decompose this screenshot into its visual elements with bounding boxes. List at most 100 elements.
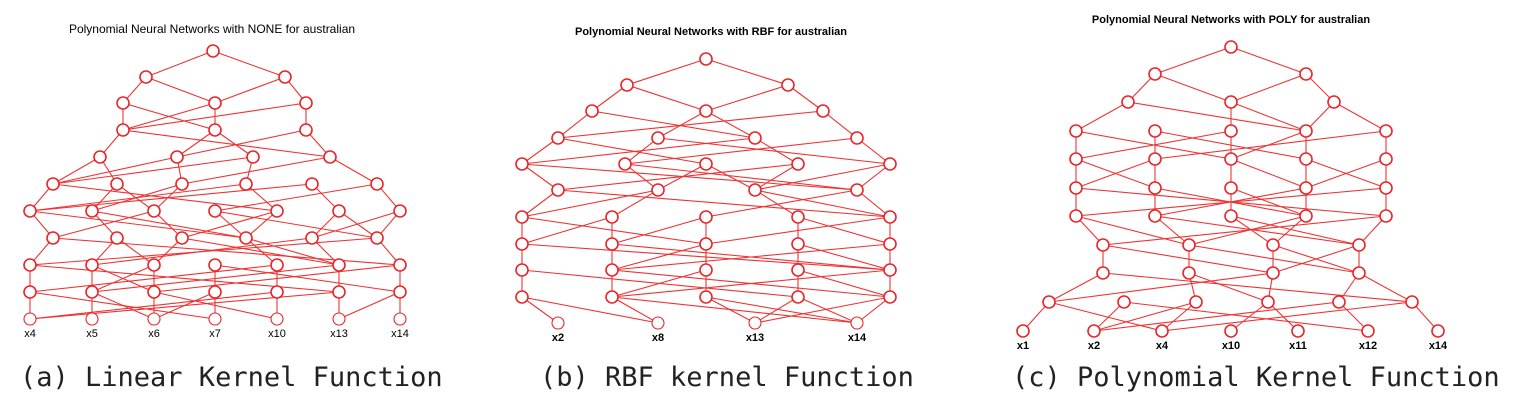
edge: [1161, 301, 1197, 332]
edge: [521, 296, 559, 324]
neuron-node: [1266, 238, 1280, 252]
neuron-node: [1148, 124, 1162, 138]
neuron-node: [305, 231, 319, 245]
neuron-node: [699, 157, 713, 171]
neuron-node: [1332, 295, 1346, 309]
edge: [797, 216, 891, 245]
neuron-node: [1379, 124, 1393, 138]
edge: [1305, 158, 1387, 189]
input-label-x1: x1: [1017, 340, 1029, 352]
edge: [705, 110, 756, 139]
neuron-node: [651, 183, 665, 197]
edge: [176, 129, 216, 158]
neuron-node: [748, 183, 762, 197]
neuron-node: [299, 123, 313, 137]
neuron-node: [1379, 209, 1393, 223]
edge: [1230, 215, 1360, 246]
neuron-node: [781, 78, 795, 92]
neuron-node: [1182, 238, 1196, 252]
input-node: [1431, 324, 1445, 338]
neuron-node: [139, 70, 153, 84]
edge: [611, 189, 659, 218]
input-node: [748, 316, 762, 330]
edge: [338, 210, 378, 239]
neuron-node: [1189, 295, 1203, 309]
edge: [1102, 215, 1387, 246]
edge: [1093, 301, 1340, 332]
input-node: [1361, 324, 1375, 338]
input-node: [208, 312, 222, 326]
edge: [657, 137, 891, 165]
edge: [1154, 130, 1387, 160]
panel-b-nodes: [515, 52, 897, 330]
neuron-node: [515, 290, 529, 304]
panel-c-nodes: [1016, 40, 1445, 338]
input-label-x6: x6: [148, 328, 160, 340]
edge: [1093, 301, 1197, 332]
edge: [1272, 215, 1307, 246]
input-node: [850, 316, 864, 330]
edge: [145, 50, 214, 78]
neuron-node: [1224, 209, 1238, 223]
neuron-node: [23, 285, 37, 299]
edge: [611, 296, 858, 324]
edge: [754, 137, 799, 165]
panel-a-edges: [29, 50, 401, 320]
neuron-node: [23, 204, 37, 218]
neuron-node: [1224, 152, 1238, 166]
edge: [611, 296, 659, 324]
neuron-node: [883, 290, 897, 304]
edge: [754, 189, 799, 218]
neuron-node: [515, 210, 529, 224]
input-node: [393, 312, 407, 326]
neuron-node: [23, 258, 37, 272]
neuron-node: [699, 210, 713, 224]
edge: [705, 216, 891, 245]
panel-c-title: Polynomial Neural Networks with POLY for…: [1092, 14, 1370, 26]
neuron-node: [1224, 40, 1238, 54]
edge: [245, 237, 340, 266]
neuron-node: [208, 204, 222, 218]
panel-c: Polynomial Neural Networks with POLY for…: [1016, 14, 1448, 352]
neuron-node: [246, 150, 260, 164]
edge: [1230, 301, 1269, 332]
neuron-node: [699, 263, 713, 277]
panel-b: Polynomial Neural Networks with RBF for …: [515, 26, 897, 344]
edge: [754, 189, 891, 218]
neuron-node: [170, 150, 184, 164]
neuron-node: [791, 237, 805, 251]
neuron-node: [1405, 295, 1419, 309]
neuron-node: [1121, 95, 1135, 109]
panel-b-edges: [521, 58, 891, 324]
neuron-node: [791, 210, 805, 224]
edge: [329, 156, 378, 185]
neuron-node: [239, 177, 253, 191]
neuron-node: [1299, 152, 1313, 166]
edge: [176, 129, 307, 158]
edge: [754, 163, 891, 191]
edge: [311, 210, 401, 239]
neuron-node: [1117, 295, 1131, 309]
edge: [787, 84, 824, 112]
neuron-node: [147, 204, 161, 218]
neuron-node: [110, 231, 124, 245]
neuron-node: [208, 123, 222, 137]
edge: [754, 163, 799, 191]
input-label-x14: x14: [391, 328, 409, 340]
edge: [29, 291, 340, 320]
edge: [91, 264, 340, 293]
neuron-node: [605, 263, 619, 277]
edge: [611, 243, 707, 271]
neuron-node: [323, 150, 337, 164]
edge: [626, 84, 707, 112]
neuron-node: [1069, 152, 1083, 166]
edge: [521, 296, 659, 324]
edge: [1338, 301, 1369, 332]
neuron-node: [278, 70, 292, 84]
edge: [214, 264, 401, 293]
neuron-node: [1299, 67, 1313, 81]
input-node: [1155, 324, 1169, 338]
edge: [1188, 272, 1269, 303]
edge: [214, 129, 254, 158]
neuron-node: [618, 157, 632, 171]
